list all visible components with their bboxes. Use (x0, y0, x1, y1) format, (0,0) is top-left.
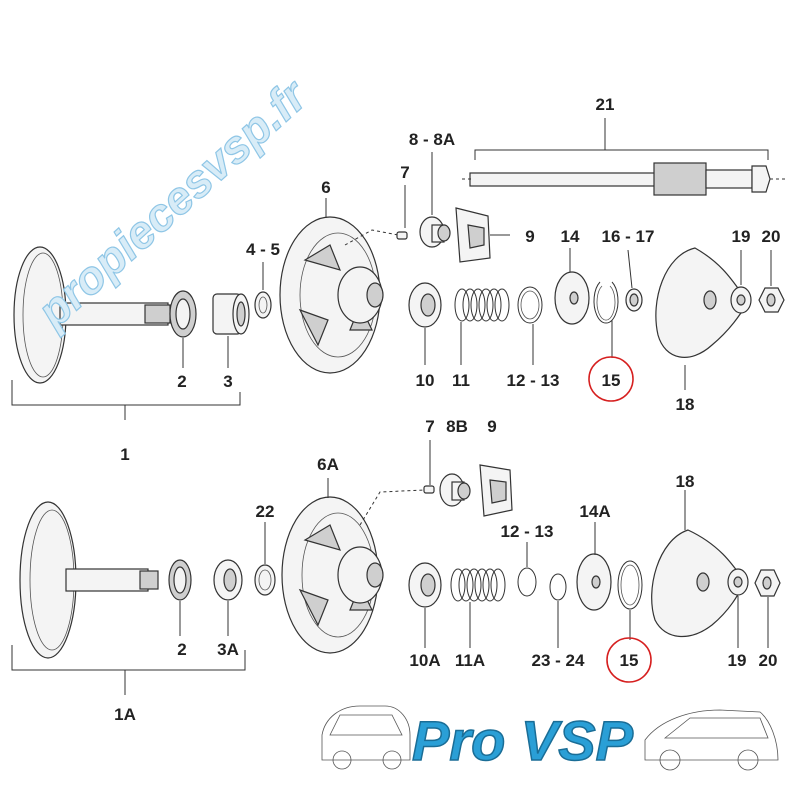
part-11-spring (454, 288, 510, 322)
part-3A-bushing (213, 559, 243, 601)
label-3: 3 (223, 372, 232, 391)
label-19: 19 (732, 227, 751, 246)
part-3-bushing (212, 293, 250, 335)
label-7: 7 (400, 163, 409, 182)
part-10A-seal (408, 562, 442, 608)
part-12-13-ring-b (517, 567, 537, 597)
part-14-washer (554, 271, 590, 325)
label-14A: 14A (579, 502, 610, 521)
top-assembly (11, 118, 785, 420)
label-23-24: 23 - 24 (532, 651, 585, 670)
label-6A: 6A (317, 455, 339, 474)
part-9-slider (455, 207, 491, 263)
part-8-roller (419, 216, 451, 248)
top-labels: 21 8 - 8A 7 6 9 4 - 5 14 16 - 17 19 20 2… (120, 95, 780, 464)
label-22: 22 (256, 502, 275, 521)
highlight-circle-15-top (588, 356, 634, 402)
label-12-13: 12 - 13 (507, 371, 560, 390)
bottom-labels: 7 8B 9 6A 22 12 - 13 14A 18 2 3A 10A 11A… (114, 417, 777, 724)
part-18-cover-b (651, 529, 746, 638)
part-7-pin (396, 231, 408, 240)
part-12-13-ring (517, 286, 543, 324)
label-18-b: 18 (676, 472, 695, 491)
label-9-b: 9 (487, 417, 496, 436)
label-11: 11 (452, 371, 470, 390)
part-4-5-seal (254, 291, 272, 319)
label-15-b: 15 (620, 651, 639, 670)
part-15-circlip-b (617, 560, 643, 610)
bottom-assembly (11, 464, 781, 695)
part-15-circlip (593, 281, 619, 324)
part-20-nut (758, 287, 785, 313)
highlight-circle-15-bottom (606, 637, 652, 683)
car-left-icon (321, 705, 411, 770)
brand-logo: Pro VSP (321, 705, 779, 773)
label-21: 21 (596, 95, 615, 114)
watermark-text: propiecesvsp.fr (25, 68, 317, 339)
part-14A-washer (576, 553, 612, 611)
part-6A-movable-half-pulley (281, 496, 384, 654)
part-19-washer (730, 286, 752, 314)
part-22-seal (254, 564, 276, 596)
part-6-movable-half-pulley (279, 216, 384, 374)
label-6: 6 (321, 178, 330, 197)
part-11A-spring (450, 568, 506, 602)
label-16-17: 16 - 17 (602, 227, 655, 246)
part-2-needle-bearing (169, 290, 197, 338)
label-12-13-b: 12 - 13 (501, 522, 554, 541)
part-16-17-shim (625, 288, 643, 312)
part-10-seal (408, 282, 442, 328)
label-4-5: 4 - 5 (246, 240, 280, 259)
part-9-slider-b (479, 464, 513, 517)
label-19-b: 19 (728, 651, 747, 670)
part-21-tool-shaft (462, 162, 785, 196)
label-7-b: 7 (425, 417, 434, 436)
leader-lines (179, 152, 772, 648)
part-2-needle-bearing-b (168, 559, 192, 601)
part-8B-roller (439, 473, 471, 507)
label-15: 15 (602, 371, 621, 390)
brand-text: Pro VSP (412, 709, 634, 772)
label-2: 2 (177, 372, 186, 391)
label-3A: 3A (217, 640, 239, 659)
part-7-pin-b (423, 485, 435, 494)
label-20: 20 (762, 227, 781, 246)
label-10: 10 (416, 371, 435, 390)
part-1A-fixed-half-pulley (19, 501, 159, 659)
label-8-8A: 8 - 8A (409, 130, 455, 149)
part-18-cover (655, 247, 749, 358)
part-19-washer-b (727, 568, 749, 596)
label-14: 14 (561, 227, 580, 246)
label-9: 9 (525, 227, 534, 246)
label-10A: 10A (409, 651, 440, 670)
part-23-24-shim (549, 573, 567, 601)
part-20-nut-b (754, 569, 781, 597)
label-8B: 8B (446, 417, 468, 436)
label-18: 18 (676, 395, 695, 414)
part-1-fixed-half-pulley (13, 246, 171, 384)
label-1A: 1A (114, 705, 136, 724)
label-11A: 11A (455, 651, 485, 670)
label-1: 1 (120, 445, 129, 464)
label-2-b: 2 (177, 640, 186, 659)
car-right-icon (644, 709, 779, 771)
label-20-b: 20 (759, 651, 778, 670)
